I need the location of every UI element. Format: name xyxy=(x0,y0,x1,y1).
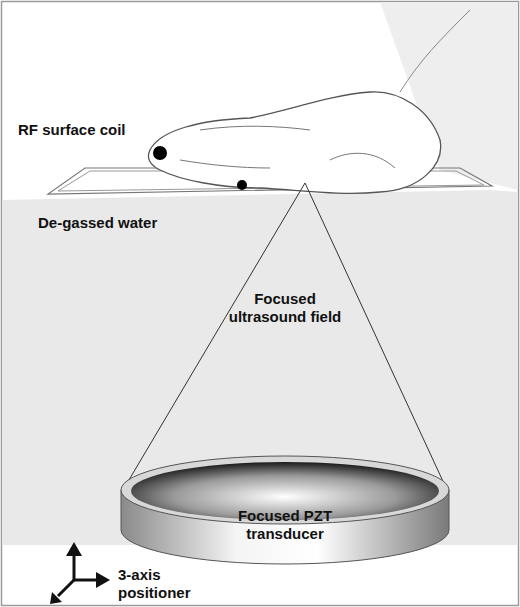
coil-dot xyxy=(153,146,167,160)
transducer-body: Focused PZT transducer xyxy=(216,504,354,546)
axes xyxy=(50,542,110,604)
hand xyxy=(148,92,440,193)
marker-dot xyxy=(237,180,247,190)
wrist xyxy=(400,10,470,92)
label: Focused ultrasound field xyxy=(220,290,350,326)
finger-lines xyxy=(180,126,395,168)
ultrasound-cone xyxy=(123,183,447,490)
label: RF surface coil xyxy=(18,121,126,139)
label: De-gassed water xyxy=(38,214,157,232)
water xyxy=(2,190,518,545)
node-text: Focused PZT transducer xyxy=(220,507,350,543)
label: 3-axis positioner xyxy=(118,566,208,602)
